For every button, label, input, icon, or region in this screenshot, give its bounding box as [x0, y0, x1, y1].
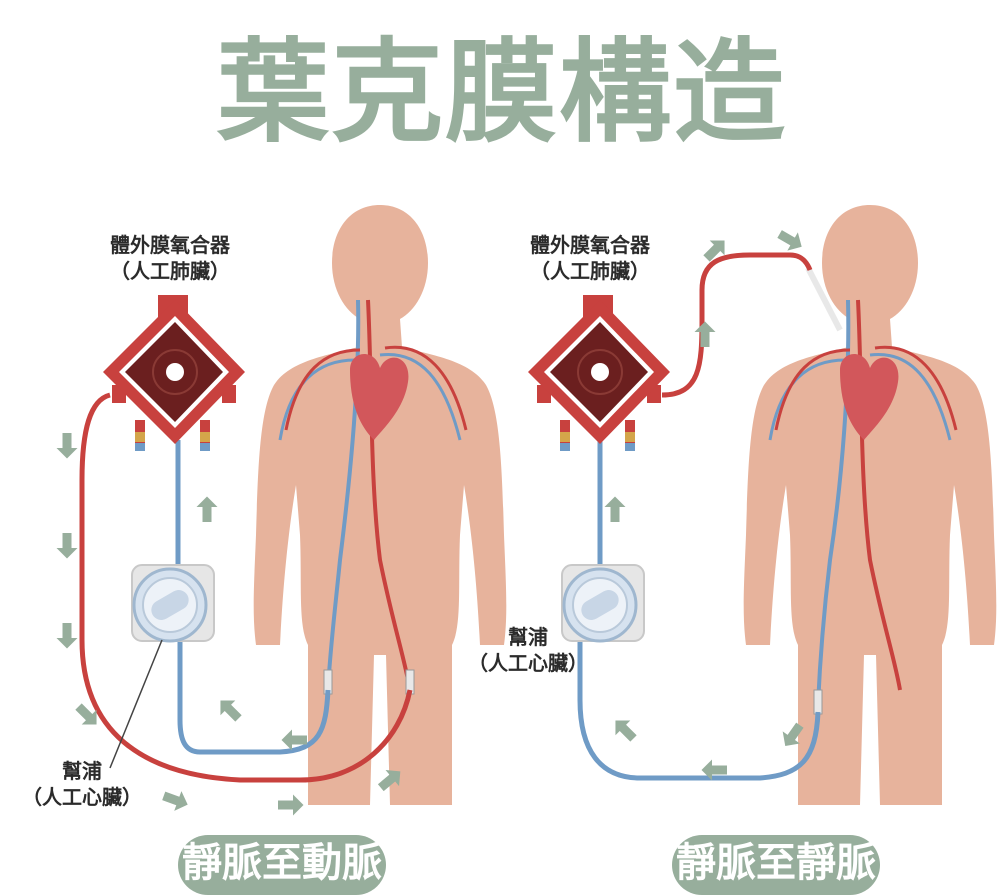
right-return-tube — [661, 252, 813, 398]
left-pump-label-line2: （人工心臟） — [22, 785, 142, 809]
right-oxygenator-icon — [528, 295, 670, 451]
right-oxygenator-label-line2: （人工肺臟） — [530, 259, 650, 283]
right-oxygenator-label: 體外膜氧合器 （人工肺臟） — [510, 232, 670, 284]
left-pump-icon — [131, 564, 215, 643]
left-heart-icon — [350, 353, 409, 440]
left-pump-label-line1: 幫浦 — [62, 759, 102, 783]
left-mode-label: 靜脈至動脈 — [178, 835, 386, 895]
left-panel — [56, 205, 507, 816]
right-heart-icon — [840, 353, 899, 440]
right-pump-icon — [561, 564, 645, 643]
right-venous-drainage-tube — [577, 640, 821, 781]
left-pump-label: 幫浦 （人工心臟） — [12, 758, 152, 810]
left-oxygenator-label: 體外膜氧合器 （人工肺臟） — [90, 232, 250, 284]
left-venous-drainage-tube — [177, 640, 331, 755]
right-human-body — [743, 205, 997, 805]
left-oxygenator-icon — [103, 295, 245, 451]
left-oxygenator-label-line2: （人工肺臟） — [110, 259, 230, 283]
page-title: 葉克膜構造 — [217, 28, 787, 158]
left-pump-leader-line — [109, 639, 163, 769]
right-pump-label: 幫浦 （人工心臟） — [458, 624, 598, 676]
right-pump-label-line1: 幫浦 — [508, 625, 548, 649]
right-panel — [528, 205, 997, 805]
right-pump-label-line2: （人工心臟） — [468, 651, 588, 675]
ecmo-diagram — [56, 205, 997, 816]
right-oxygenator-label-line1: 體外膜氧合器 — [530, 233, 650, 257]
right-mode-label: 靜脈至靜脈 — [672, 835, 880, 895]
left-human-body — [253, 205, 507, 805]
left-arterial-return-tube — [79, 392, 413, 783]
left-oxygenator-label-line1: 體外膜氧合器 — [110, 233, 230, 257]
